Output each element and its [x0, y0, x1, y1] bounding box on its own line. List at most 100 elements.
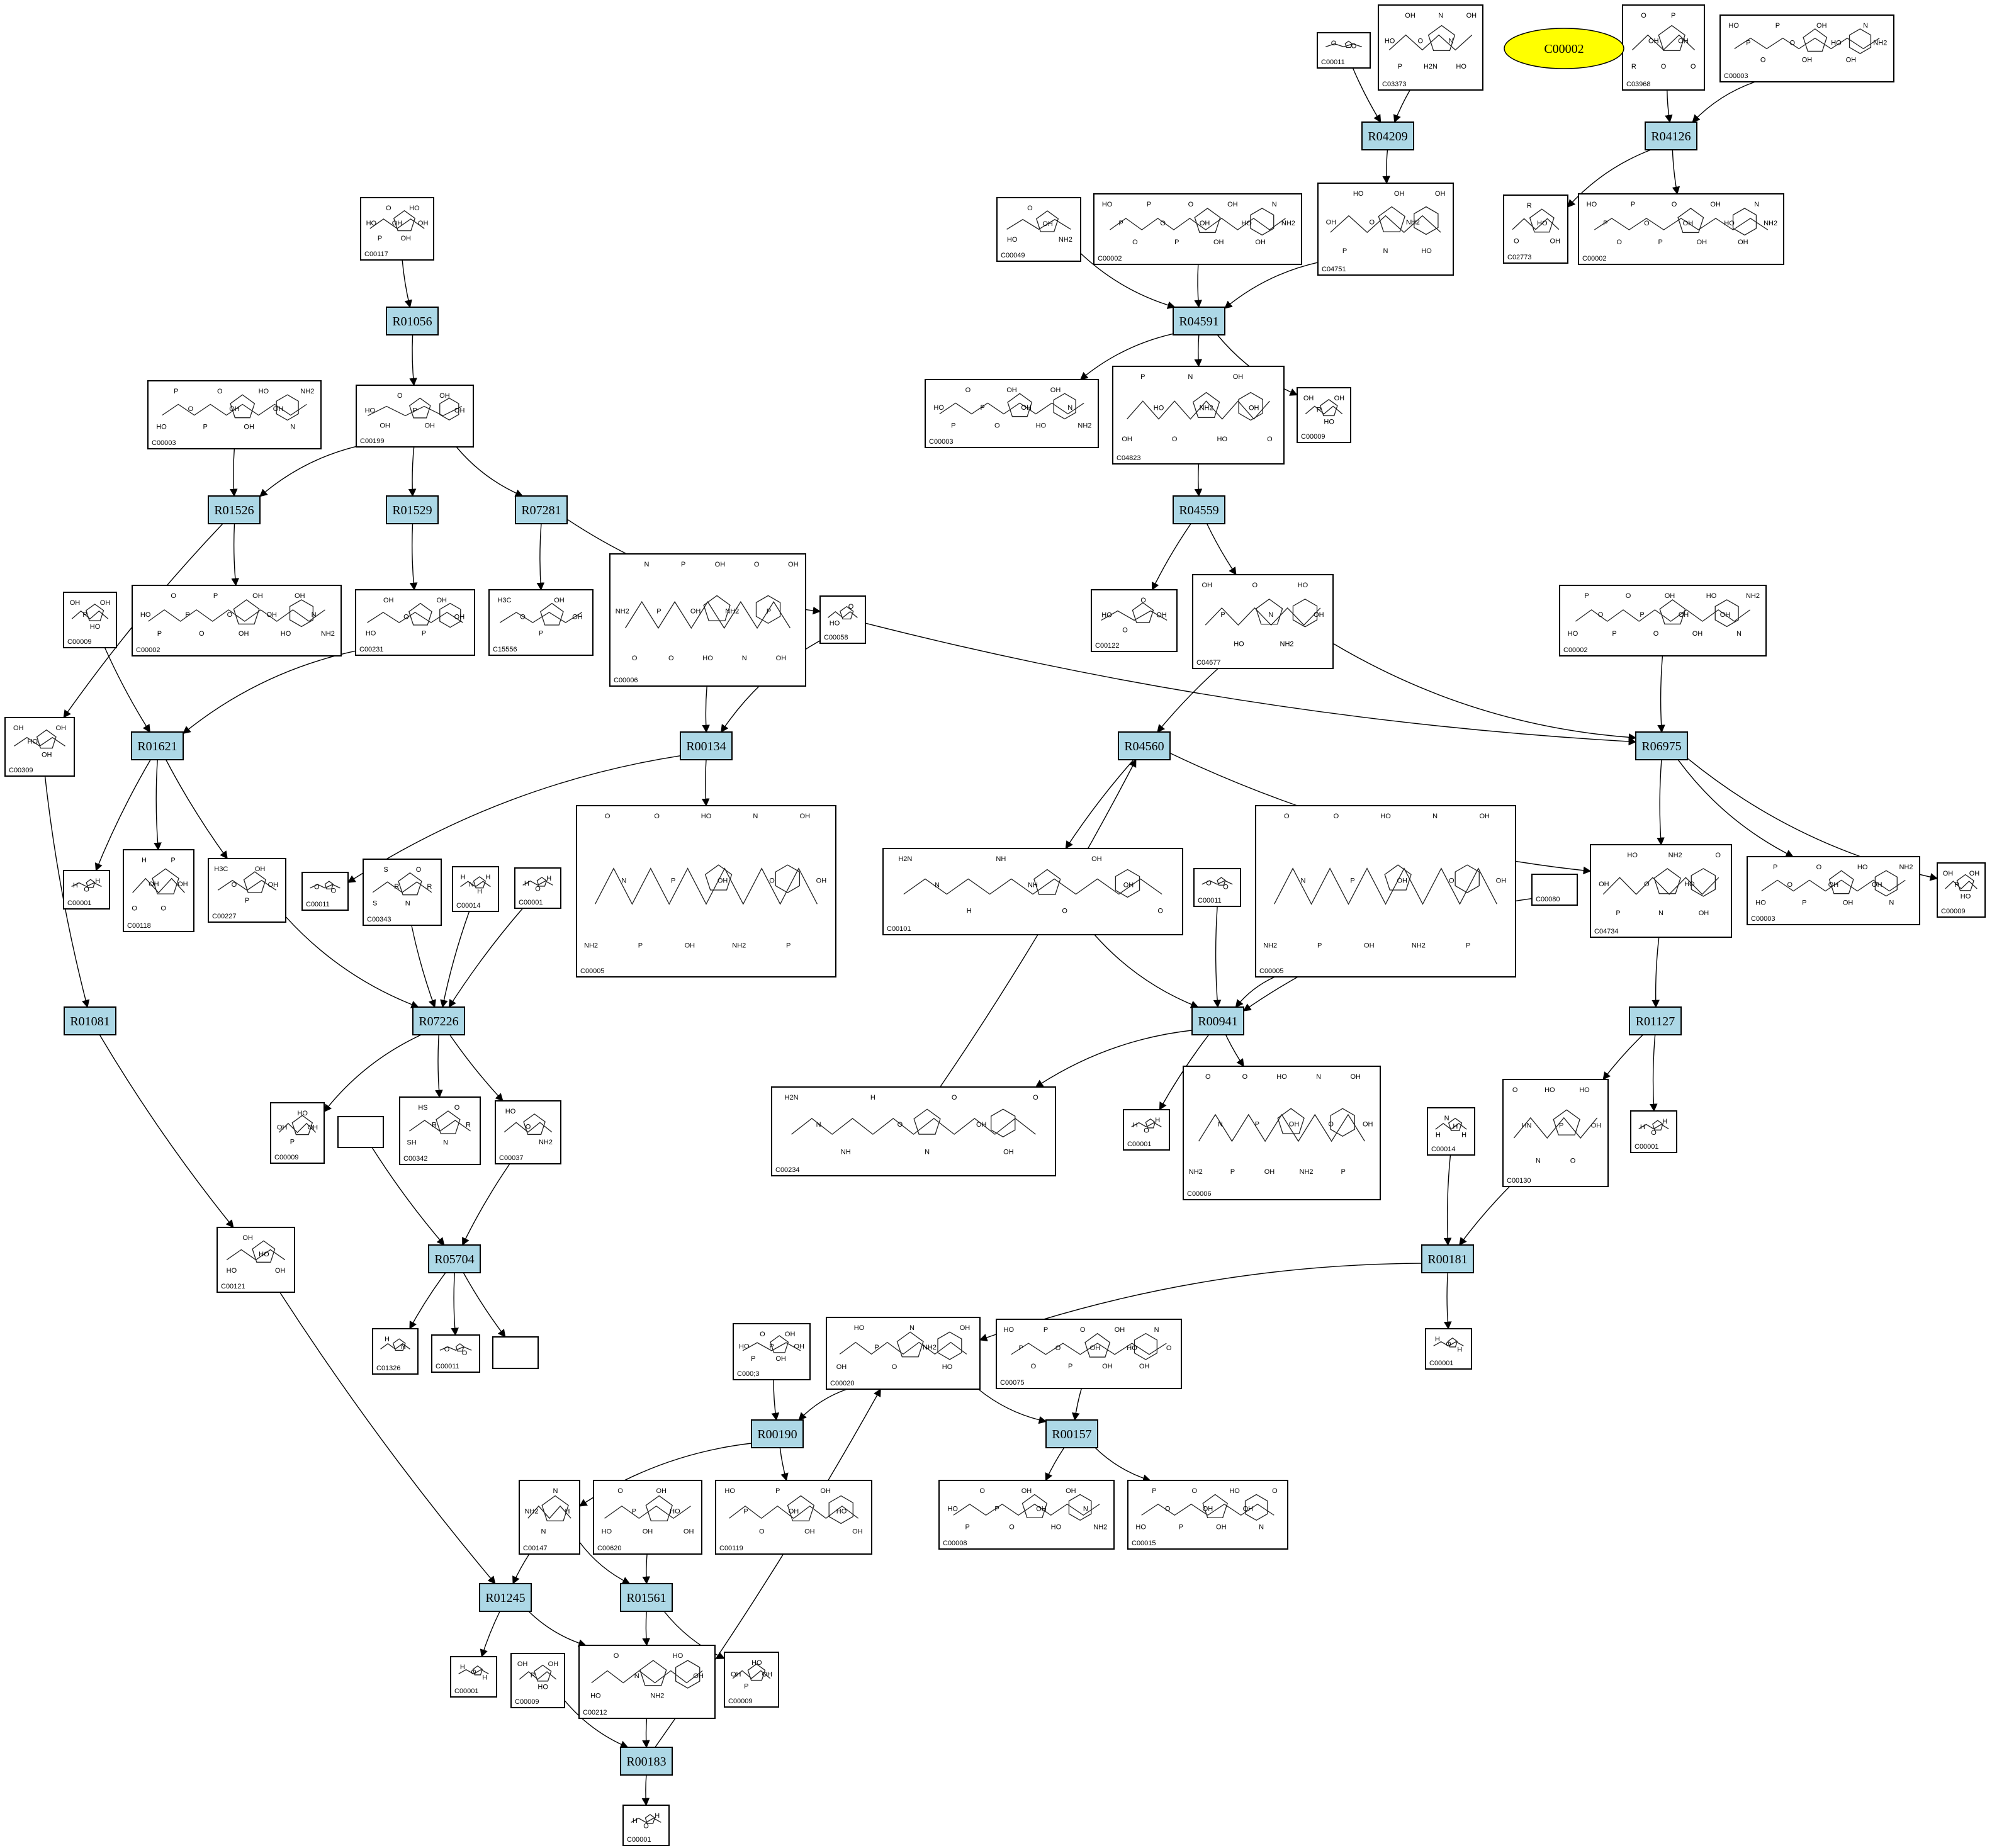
- reaction-node-R04126[interactable]: R04126: [1645, 121, 1697, 150]
- reaction-node-R01245[interactable]: R01245: [479, 1583, 532, 1612]
- reaction-node-R01529[interactable]: R01529: [386, 495, 439, 524]
- reaction-node-R01056[interactable]: R01056: [386, 307, 439, 335]
- reaction-node-R00183[interactable]: R00183: [620, 1747, 673, 1776]
- reaction-node-R01621[interactable]: R01621: [131, 731, 184, 760]
- reaction-node-R04209[interactable]: R04209: [1361, 121, 1414, 150]
- reaction-node-R01127[interactable]: R01127: [1629, 1006, 1682, 1035]
- reaction-node-R00134[interactable]: R00134: [680, 731, 733, 760]
- atom-label: NH2: [1668, 852, 1682, 859]
- atom-label: O: [760, 1331, 765, 1338]
- highlighted-compound-badge[interactable]: C00002: [1504, 28, 1624, 69]
- reaction-node-R01526[interactable]: R01526: [208, 495, 261, 524]
- reaction-node-R00157[interactable]: R00157: [1045, 1419, 1098, 1448]
- atom-label: NH2: [321, 630, 335, 638]
- reaction-node-R00181[interactable]: R00181: [1421, 1244, 1474, 1273]
- atom-label: O: [330, 887, 336, 895]
- reaction-node-R04559[interactable]: R04559: [1173, 495, 1225, 524]
- reaction-edge: [462, 1163, 510, 1246]
- reaction-node-R04591[interactable]: R04591: [1173, 307, 1225, 335]
- reaction-node-R07281[interactable]: R07281: [515, 495, 568, 524]
- atom-label: O: [1031, 1363, 1037, 1370]
- reaction-edge: [702, 685, 710, 733]
- reaction-node-R06975[interactable]: R06975: [1635, 731, 1688, 760]
- compound-node-blank[interactable]: [492, 1336, 539, 1369]
- compound-node-blank[interactable]: [337, 1116, 384, 1148]
- reaction-node-R01081[interactable]: R01081: [64, 1006, 116, 1035]
- reaction-node-R04560[interactable]: R04560: [1118, 731, 1171, 760]
- reaction-node-R05704[interactable]: R05704: [428, 1244, 481, 1273]
- reaction-node-R00190[interactable]: R00190: [751, 1419, 804, 1448]
- atom-label: O: [1267, 436, 1273, 443]
- compound-node-C00080[interactable]: C00080: [1531, 874, 1578, 906]
- reaction-node-R07226[interactable]: R07226: [412, 1006, 465, 1035]
- reaction-node-R00941[interactable]: R00941: [1191, 1006, 1244, 1035]
- reaction-node-R01561[interactable]: R01561: [620, 1583, 673, 1612]
